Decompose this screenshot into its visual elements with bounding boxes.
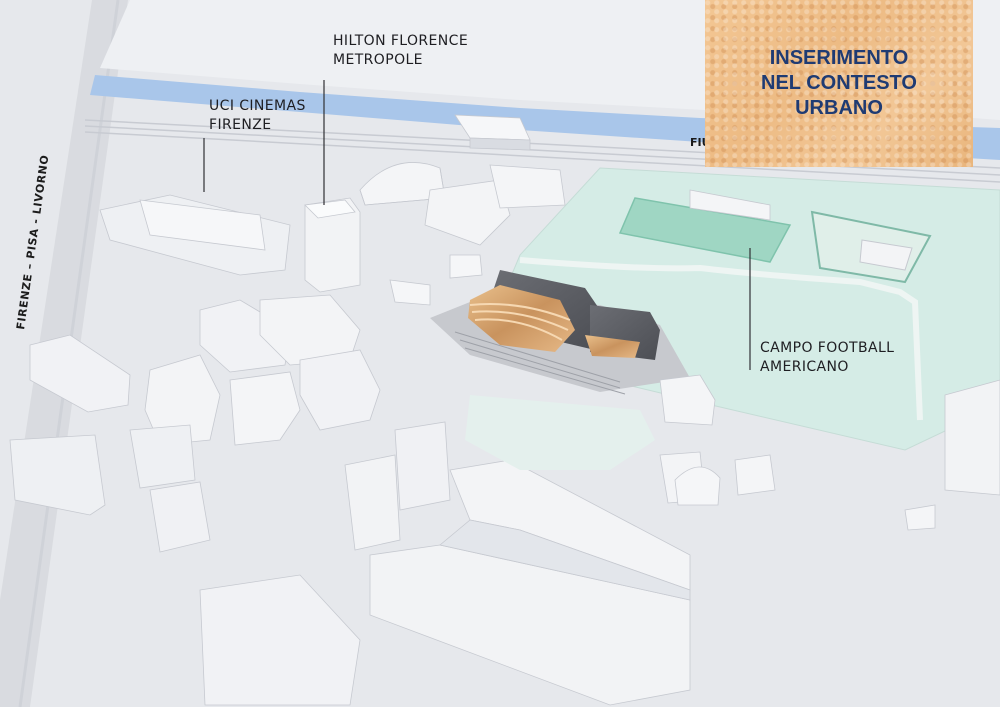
uci-label: UCI CINEMAS FIRENZE: [209, 98, 311, 133]
title-text: INSERIMENTO NEL CONTESTO URBANO: [729, 46, 949, 121]
hilton-label: HILTON FLORENCE METROPOLE: [333, 33, 473, 68]
east-building: [859, 239, 913, 271]
north-land: [100, 0, 705, 110]
field-track: [519, 257, 923, 421]
parking: [454, 331, 626, 395]
title-panel: INSERIMENTO NEL CONTESTO URBANO: [705, 0, 973, 167]
northeast-land: [973, 0, 1000, 120]
title-line-3: URBANO: [795, 97, 883, 119]
uci-label-line2: FIRENZE: [209, 117, 271, 133]
american-football-pitch: [618, 197, 792, 263]
hilton-label-line1: HILTON FLORENCE: [333, 33, 468, 49]
campo-label: CAMPO FOOTBALL AMERICANO: [760, 340, 899, 375]
title-line-1: INSERIMENTO: [769, 47, 909, 69]
uci-label-line1: UCI CINEMAS: [209, 98, 306, 114]
lower-green: [465, 395, 655, 470]
leader-lines: [203, 80, 751, 370]
stadium: [468, 270, 660, 360]
campo-label-line2: AMERICANO: [760, 359, 849, 375]
hilton-label-line2: METROPOLE: [333, 52, 423, 68]
buildings: [9, 114, 1000, 706]
campo-label-line1: CAMPO FOOTBALL: [760, 340, 894, 356]
title-line-2: NEL CONTESTO: [761, 72, 917, 94]
